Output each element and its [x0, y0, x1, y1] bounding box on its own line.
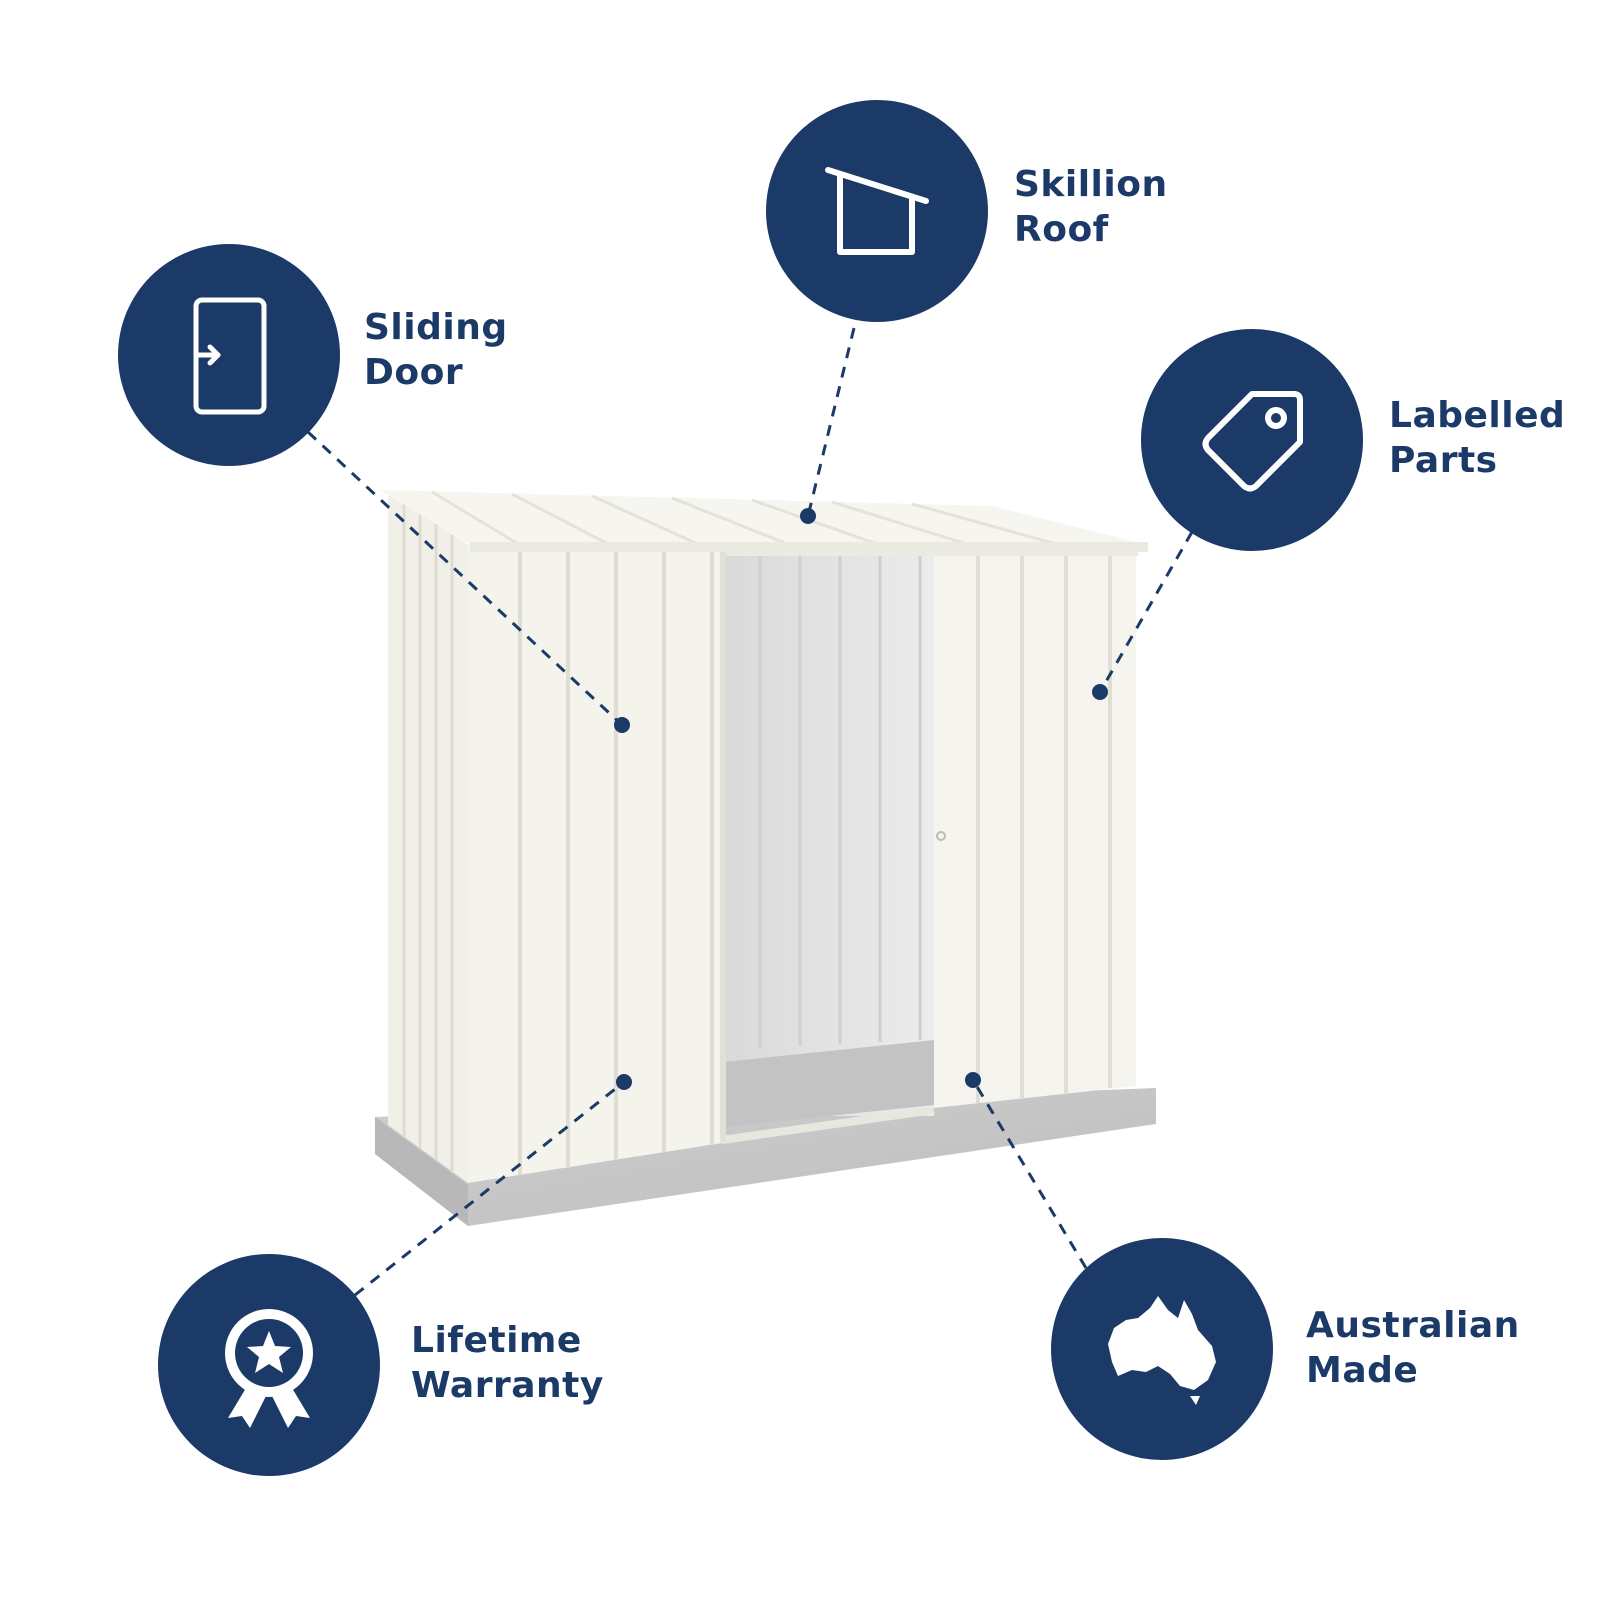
- label-sliding-door-line2: Door: [364, 352, 464, 393]
- label-labelled-parts: Labelled Parts: [1389, 393, 1565, 483]
- label-australian-made: Australian Made: [1306, 1303, 1520, 1393]
- award-ribbon-icon: [225, 1309, 313, 1428]
- door-handle: [936, 831, 946, 841]
- feature-circle-lifetime-warranty: [158, 1254, 380, 1476]
- connector-australian-made: [971, 1079, 1088, 1269]
- label-sliding-door: Sliding Door: [364, 305, 508, 395]
- label-australian-made-line1: Australian: [1306, 1305, 1520, 1346]
- shed-illustration: [375, 490, 1156, 1226]
- feature-circle-sliding-door: [118, 244, 340, 466]
- shed-front-left-panel: [468, 545, 722, 1183]
- roof-ribs: [431, 490, 1061, 547]
- anchor-dot-lifetime-warranty: [616, 1074, 632, 1090]
- connector-lines: [306, 327, 1194, 1297]
- connector-labelled-parts: [1098, 531, 1194, 693]
- sliding-door-icon: [193, 297, 267, 415]
- skillion-roof-icon: [825, 167, 929, 255]
- door-bottom-track: [721, 1106, 935, 1144]
- interior-ribs: [758, 556, 922, 1048]
- anchor-dot-skillion-roof: [800, 508, 816, 524]
- shed-skillion-roof: [380, 490, 1148, 545]
- price-tag-icon: [1202, 391, 1303, 492]
- shed-floor: [724, 1040, 934, 1127]
- front-left-ribs: [518, 545, 714, 1175]
- shed-sliding-door-panel: [934, 556, 1136, 1108]
- anchor-dot-sliding-door: [614, 717, 630, 733]
- feature-circle-skillion-roof: [766, 100, 988, 322]
- anchor-dot-labelled-parts: [1092, 684, 1108, 700]
- feature-circle-australian-made: [1051, 1238, 1273, 1460]
- door-ribs: [976, 556, 1112, 1103]
- label-lifetime-warranty-line1: Lifetime: [411, 1320, 582, 1361]
- roof-edge-trim: [470, 542, 1148, 552]
- label-sliding-door-line1: Sliding: [364, 307, 508, 348]
- feature-circle-labelled-parts: [1141, 329, 1363, 551]
- label-australian-made-line2: Made: [1306, 1350, 1419, 1391]
- connector-skillion-roof: [806, 327, 856, 517]
- label-skillion-roof-line1: Skillion: [1014, 164, 1168, 205]
- shed-side-wall: [388, 492, 468, 1183]
- anchor-dot-australian-made: [965, 1072, 981, 1088]
- australia-map-icon: [1108, 1296, 1216, 1405]
- slab-front-edge: [375, 1117, 468, 1226]
- label-labelled-parts-line1: Labelled: [1389, 395, 1566, 436]
- anchor-dots: [614, 508, 1108, 1090]
- connector-lifetime-warranty: [354, 1080, 625, 1297]
- label-labelled-parts-line2: Parts: [1389, 440, 1498, 481]
- label-lifetime-warranty-line2: Warranty: [411, 1365, 604, 1406]
- label-skillion-roof-line2: Roof: [1014, 209, 1109, 250]
- label-skillion-roof: Skillion Roof: [1014, 162, 1168, 252]
- doorway-interior: [724, 556, 934, 1116]
- label-lifetime-warranty: Lifetime Warranty: [411, 1318, 604, 1408]
- side-wall-ribs: [402, 503, 454, 1171]
